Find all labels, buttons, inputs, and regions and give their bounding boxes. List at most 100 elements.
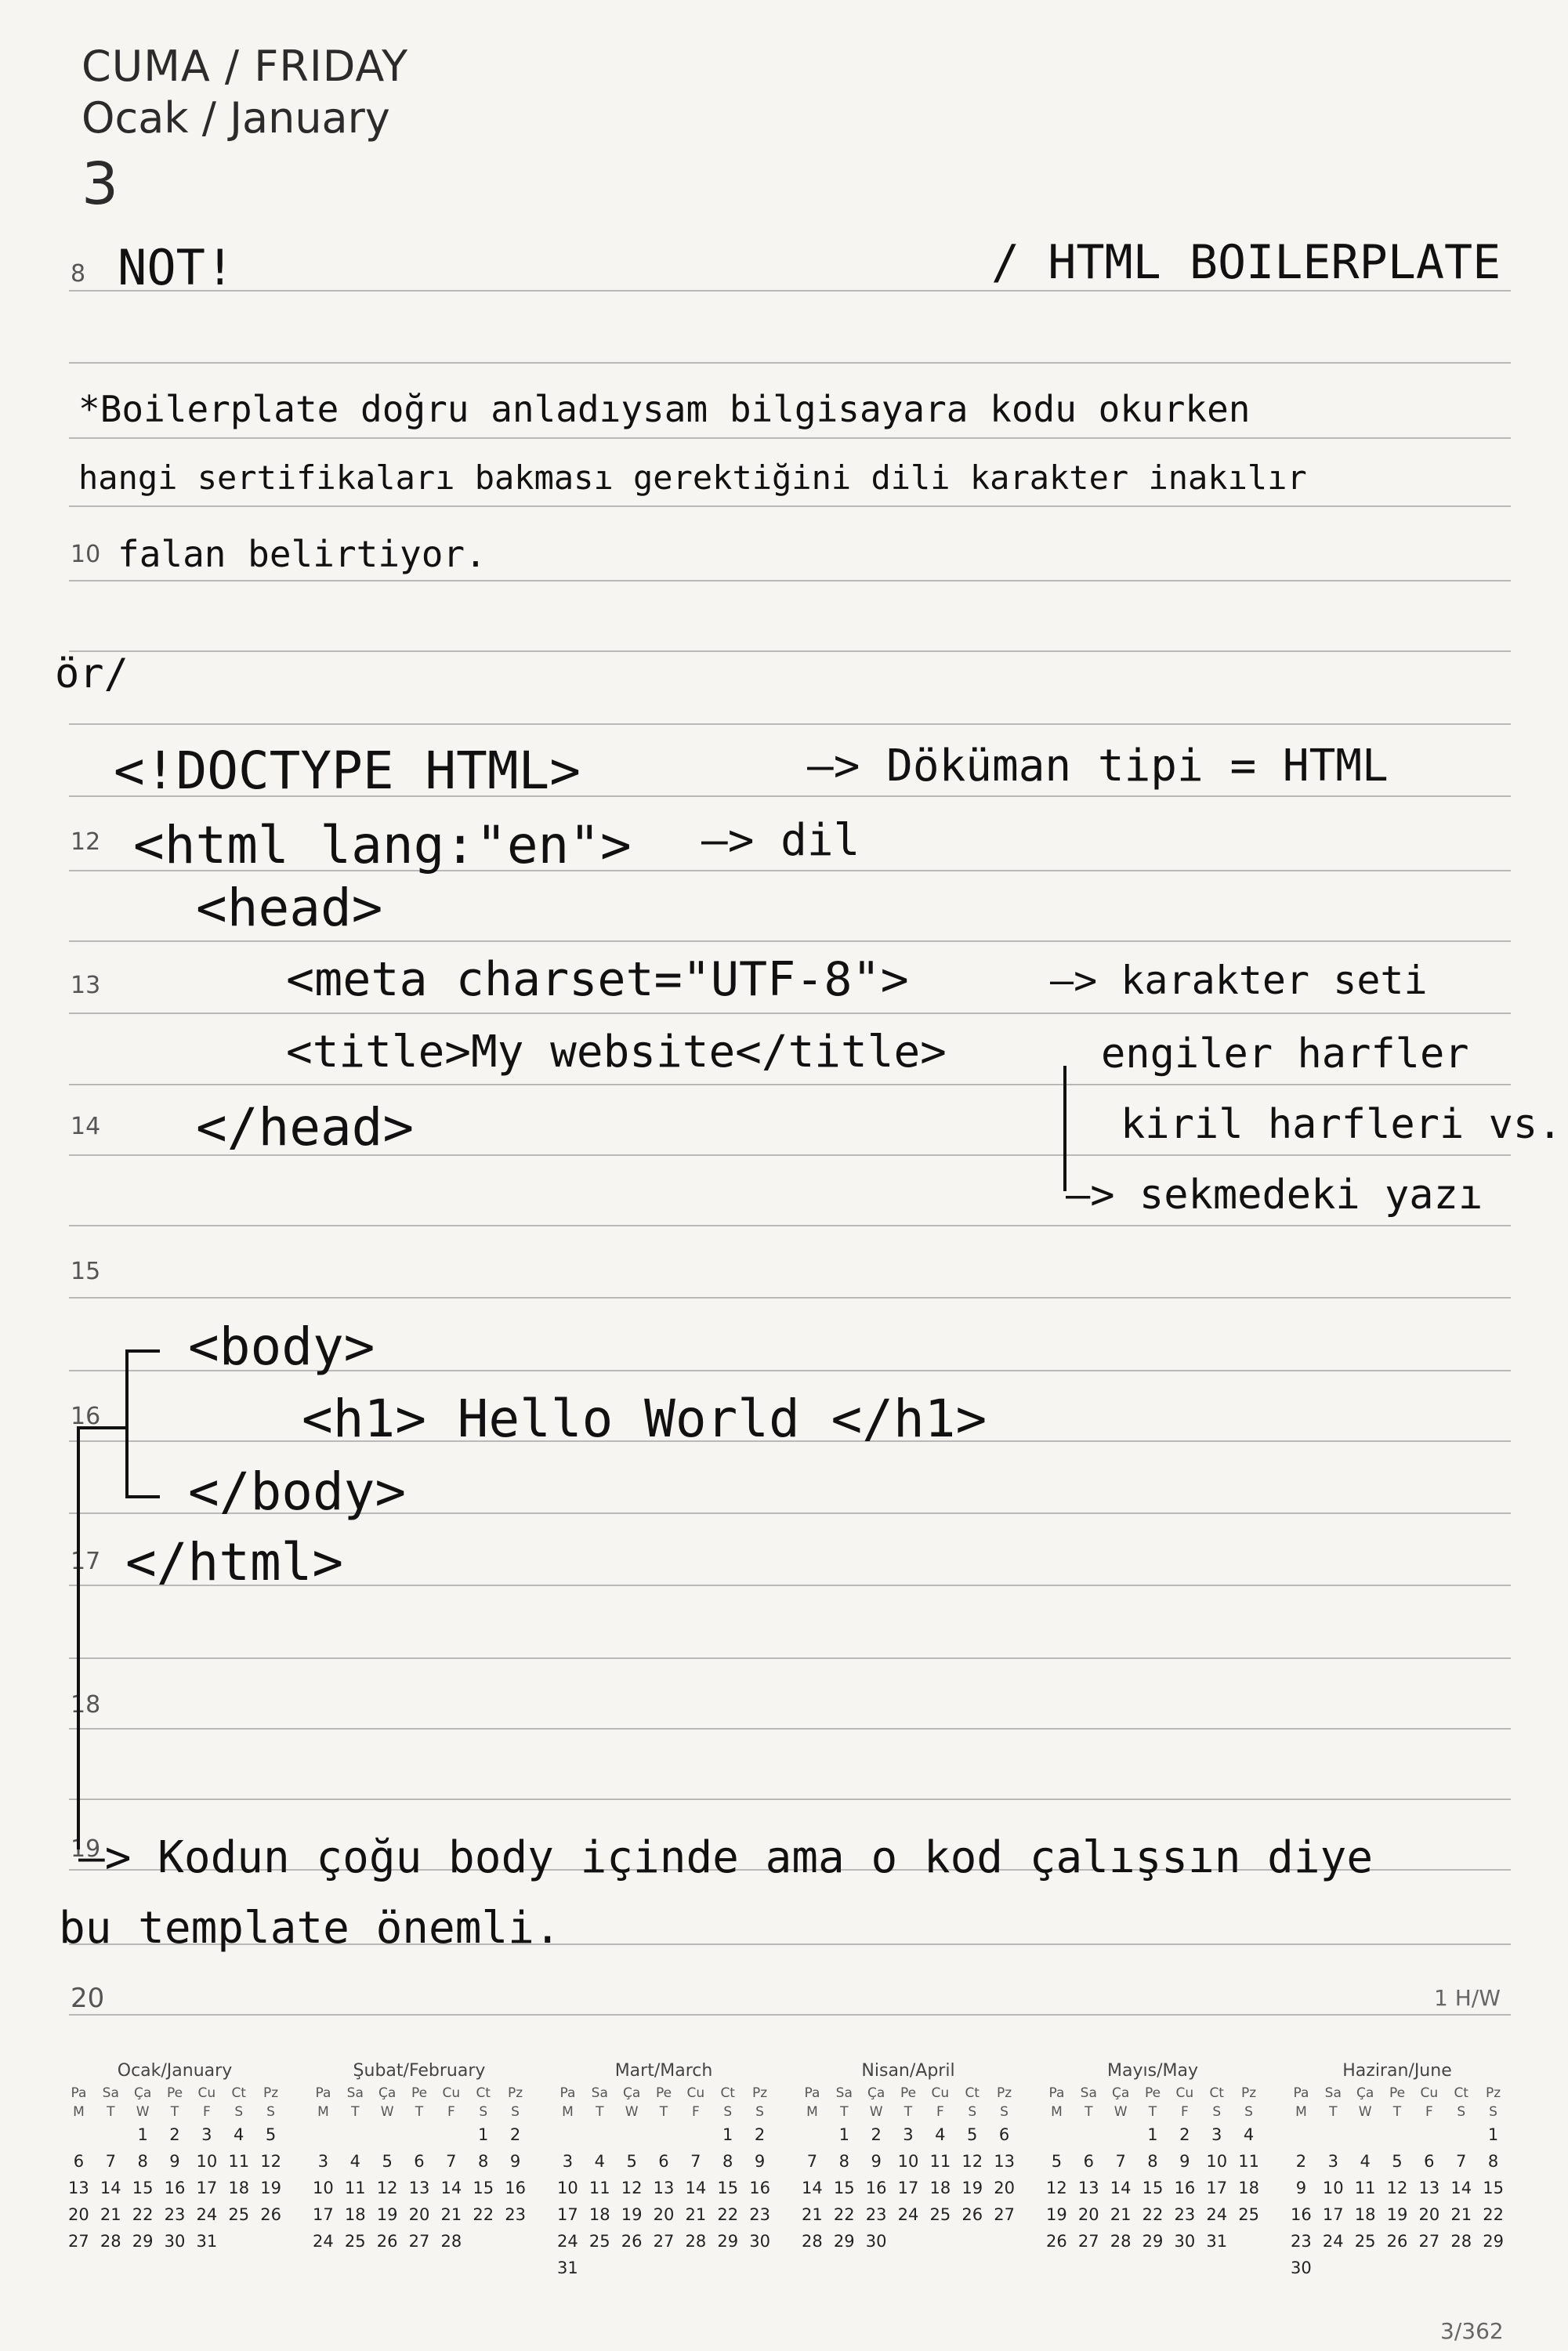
hour-label: 8 [71, 260, 86, 288]
weekday-head: Pa [315, 2085, 331, 2101]
calendar-day: 25 [588, 2232, 610, 2251]
calendar-day: 9 [871, 2152, 882, 2171]
calendar-day: 5 [1392, 2152, 1403, 2171]
calendar-day: 13 [1418, 2179, 1440, 2197]
weekday-head: W [136, 2104, 150, 2120]
calendar-day: 24 [196, 2205, 218, 2224]
calendar-day: 29 [132, 2232, 154, 2251]
code-doctype-note: —> Döküman tipi = HTML [807, 741, 1389, 792]
calendar-day: 23 [164, 2205, 186, 2224]
hour-label: 16 [71, 1403, 101, 1430]
calendar-day: 6 [73, 2152, 85, 2171]
calendar-day: 3 [903, 2125, 914, 2144]
weekday-head: S [234, 2104, 244, 2120]
weekday-head: Cu [197, 2085, 216, 2101]
calendar-day: 18 [228, 2179, 250, 2197]
calendar-day: 12 [961, 2152, 983, 2171]
ruled-line [69, 940, 1511, 942]
ruled-line [69, 1869, 1511, 1871]
code-doctype: <!DOCTYPE HTML> [114, 741, 581, 801]
calendar-day: 24 [313, 2232, 334, 2251]
calendar-day: 19 [961, 2179, 983, 2197]
ruled-line [69, 1728, 1511, 1730]
weekday-head: S [755, 2104, 764, 2120]
calendar-day: 3 [1211, 2125, 1222, 2144]
mini-calendar-title: Mart/March [614, 2061, 713, 2081]
calendar-day: 20 [1418, 2205, 1440, 2224]
calendar-day: 5 [265, 2125, 277, 2144]
calendar-day: 9 [1295, 2179, 1307, 2197]
weekday-head: Cu [1420, 2085, 1439, 2101]
calendar-day: 4 [349, 2152, 360, 2171]
code-title: <title>My website</title> [286, 1027, 947, 1078]
calendar-day: 26 [961, 2205, 983, 2224]
weekday-head: F [691, 2104, 700, 2120]
calendar-day: 12 [621, 2179, 643, 2197]
calendar-day: 21 [802, 2205, 823, 2224]
calendar-day: 20 [68, 2205, 89, 2224]
weekday-head: T [107, 2104, 115, 2120]
code-html-open: <html lang:"en"> [133, 815, 632, 875]
calendar-day: 13 [653, 2179, 675, 2197]
calendar-day: 10 [1206, 2152, 1228, 2171]
weekday-head: S [266, 2104, 275, 2120]
calendar-day: 19 [1386, 2205, 1408, 2224]
ruled-line [69, 1943, 1511, 1945]
calendar-day: 10 [196, 2152, 218, 2171]
weekday-head: Sa [835, 2085, 853, 2101]
calendar-day: 19 [260, 2179, 281, 2197]
calendar-day: 30 [749, 2232, 770, 2251]
weekday-head: S [1212, 2104, 1222, 2120]
ruled-line [69, 290, 1511, 292]
weekday-head: Pz [507, 2085, 523, 2101]
calendar-day: 27 [68, 2232, 89, 2251]
calendar-day: 2 [871, 2125, 882, 2144]
calendar-day: 8 [838, 2152, 849, 2171]
calendar-day: 27 [408, 2232, 430, 2251]
weekday-head: Ct [1454, 2085, 1468, 2101]
calendar-day: 15 [1142, 2179, 1164, 2197]
ruled-line [69, 1084, 1511, 1085]
calendar-day: 13 [408, 2179, 430, 2197]
calendar-day: 30 [1174, 2232, 1196, 2251]
calendar-day: 25 [228, 2205, 250, 2224]
weekday-head: S [1244, 2104, 1253, 2120]
calendar-day: 23 [865, 2205, 887, 2224]
calendar-day: 20 [994, 2179, 1015, 2197]
ruled-line [69, 362, 1511, 364]
calendar-day: 1 [1487, 2125, 1499, 2144]
calendar-day: 31 [196, 2232, 218, 2251]
weekday-head: M [562, 2104, 574, 2120]
weekday-head: M [317, 2104, 329, 2120]
calendar-day: 26 [376, 2232, 398, 2251]
weekday-head: Pz [1485, 2085, 1501, 2101]
weekday-head: Pa [559, 2085, 576, 2101]
calendar-day: 22 [132, 2205, 154, 2224]
weekday-head: Pe [1389, 2085, 1406, 2101]
calendar-day: 13 [1077, 2179, 1099, 2197]
calendar-day: 18 [1238, 2179, 1259, 2197]
ruled-line [69, 1440, 1511, 1442]
calendar-day: 17 [1206, 2179, 1228, 2197]
calendar-day: 29 [1142, 2232, 1164, 2251]
weekday-head: T [351, 2104, 360, 2120]
note-line: hangi sertifikaları bakması gerektiğini … [78, 458, 1307, 497]
calendar-day: 17 [1322, 2205, 1344, 2224]
weekday-head: F [936, 2104, 944, 2120]
weekday-head: S [1000, 2104, 1009, 2120]
weekday-head: S [723, 2104, 733, 2120]
weekday-head: Pa [1293, 2085, 1309, 2101]
weekday-head: Sa [102, 2085, 119, 2101]
ruled-line [69, 723, 1511, 725]
calendar-day: 15 [833, 2179, 855, 2197]
weekday-head: T [1085, 2104, 1093, 2120]
weekday-head: Ça [378, 2085, 397, 2101]
calendar-day: 24 [897, 2205, 919, 2224]
week-label: 1 H/W [1434, 1985, 1501, 2011]
calendar-day: 30 [164, 2232, 186, 2251]
calendar-day: 19 [1046, 2205, 1067, 2224]
weekday-head: Cu [686, 2085, 705, 2101]
